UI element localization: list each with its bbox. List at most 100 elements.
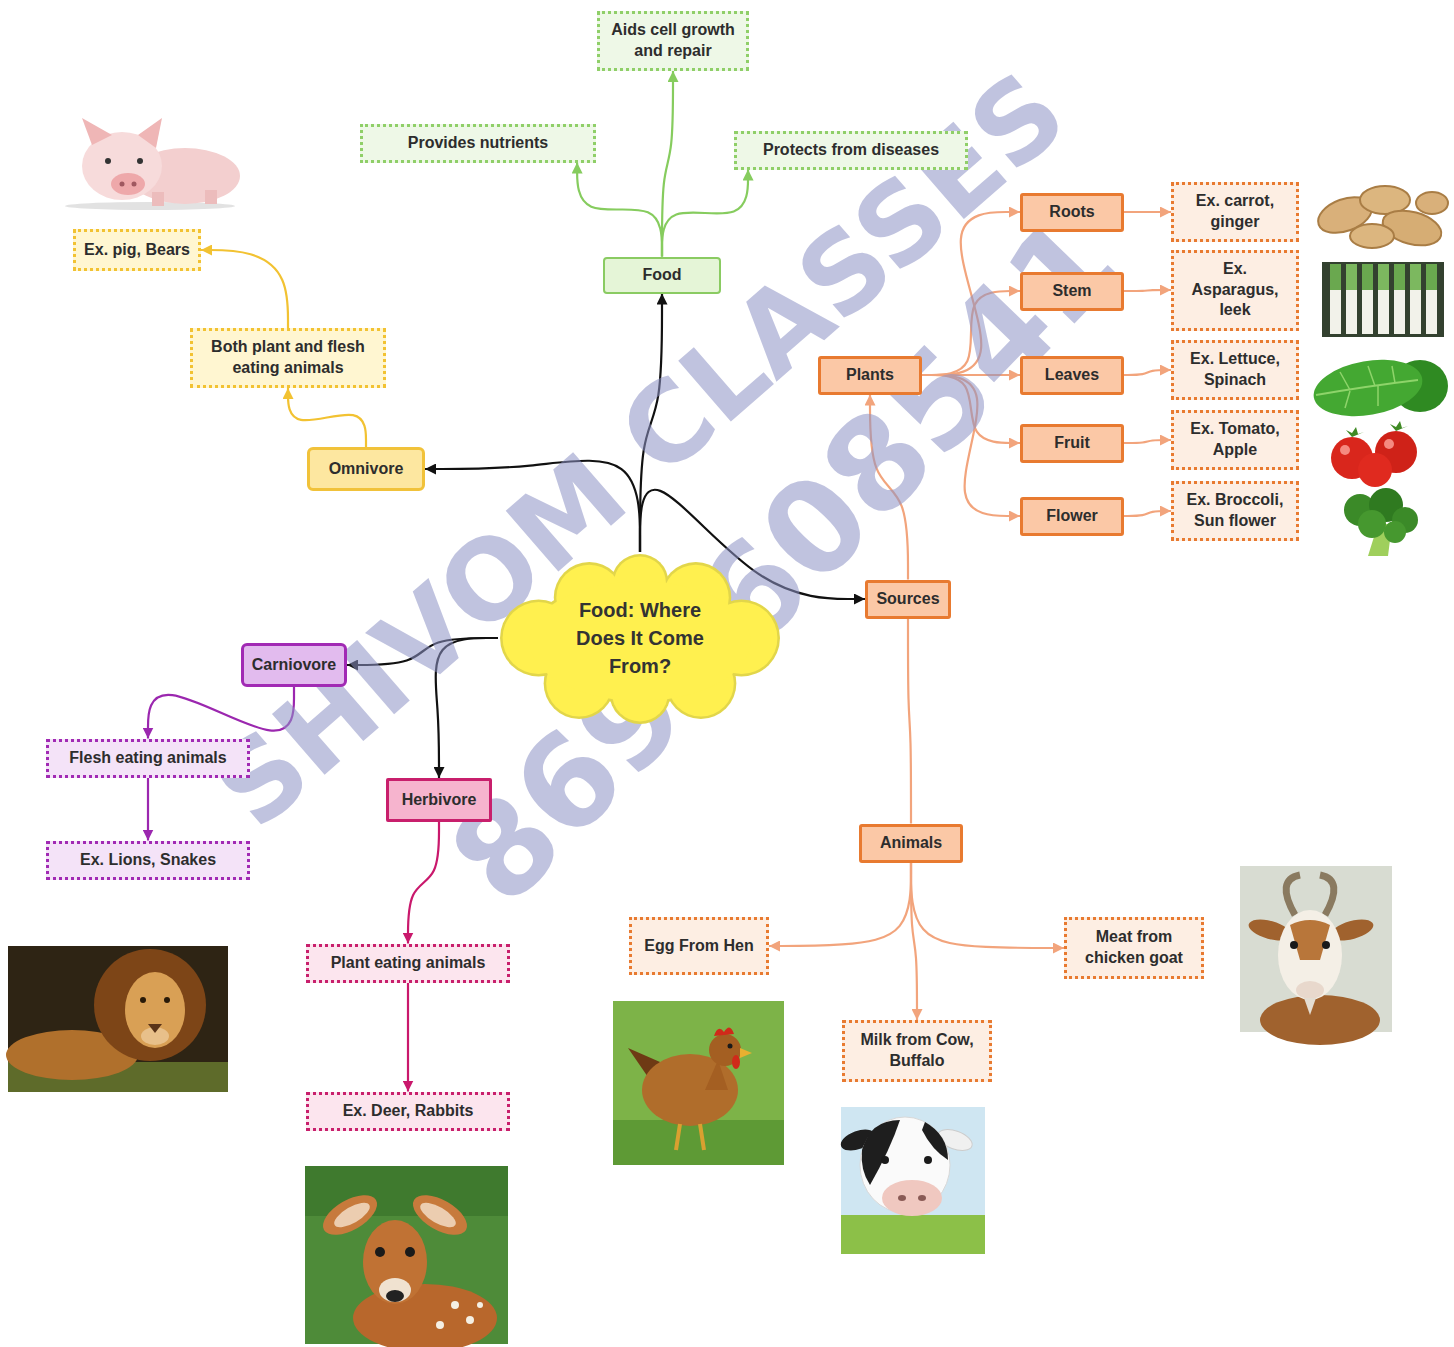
- leek-picture-part: [1394, 264, 1405, 292]
- deer-picture: [305, 1166, 508, 1347]
- node-text: Fruit: [1030, 433, 1114, 454]
- ginger-picture-part: [1350, 224, 1394, 248]
- spinach-picture-part: [1316, 380, 1418, 395]
- node-text: Food: [612, 265, 712, 286]
- node-text: Aids cell growth and repair: [607, 20, 739, 62]
- example-box: Egg From Hen: [629, 917, 769, 975]
- connector: [1124, 211, 1171, 213]
- node-text: Plant eating animals: [316, 953, 500, 974]
- goat-picture-part: [1304, 998, 1316, 1015]
- ginger-picture: [1313, 186, 1448, 251]
- tomato-picture-part: [1340, 445, 1350, 455]
- node-text: Protects from diseases: [744, 140, 958, 161]
- cow-picture-part: [862, 1120, 900, 1185]
- pig-picture-part: [105, 158, 111, 164]
- example-box: Ex. Deer, Rabbits: [306, 1092, 510, 1131]
- definition-box: Plant eating animals: [306, 944, 510, 983]
- node-text: Food: Where Does It Come From?: [555, 596, 725, 680]
- deer-picture-part: [331, 1198, 374, 1232]
- leek-picture: [1322, 262, 1444, 337]
- node-text: Ex. Tomato, Apple: [1181, 419, 1289, 461]
- cow-picture: [838, 1107, 985, 1254]
- pig-picture-part: [111, 173, 145, 195]
- connector: [1124, 511, 1171, 516]
- connector: [288, 388, 366, 447]
- leek-picture-part: [1426, 264, 1437, 292]
- goat-picture: [1240, 866, 1392, 1045]
- lion-picture-part: [164, 997, 170, 1003]
- connector: [407, 983, 409, 1092]
- node-text: Meat from chicken goat: [1074, 927, 1194, 969]
- node-text: Plants: [828, 365, 912, 386]
- example-box: Ex. Broccoli, Sun flower: [1171, 481, 1299, 541]
- cow-picture-part: [841, 1107, 985, 1215]
- deer-picture-part: [386, 1290, 404, 1302]
- spinach-picture: [1309, 352, 1448, 424]
- tomato-picture-part: [1358, 453, 1392, 487]
- connector: [1124, 370, 1171, 375]
- plant-part-box: Stem: [1020, 272, 1124, 311]
- leek-picture-part: [1330, 264, 1341, 292]
- plant-part-box: Flower: [1020, 497, 1124, 536]
- broccoli-picture: [1344, 488, 1418, 556]
- connector: [577, 163, 662, 257]
- topic-box: Food: [603, 257, 721, 294]
- hen-picture-part: [740, 1048, 752, 1058]
- pig-picture-part: [120, 182, 125, 187]
- node-text: Animals: [869, 833, 953, 854]
- connector: [769, 863, 911, 947]
- hen-picture-part: [732, 1055, 740, 1069]
- leek-picture-part: [1330, 290, 1341, 334]
- cloud-fill-part: [529, 581, 750, 700]
- example-box: Ex. carrot, ginger: [1171, 182, 1299, 242]
- benefit-box: Protects from diseases: [734, 131, 968, 170]
- connector: [662, 170, 748, 257]
- pig-picture-part: [205, 190, 217, 204]
- hen-picture: [613, 1001, 784, 1165]
- connector: [201, 250, 288, 328]
- example-box: Ex. Asparagus, leek: [1171, 250, 1299, 331]
- leek-picture-part: [1346, 290, 1357, 334]
- cloud-outline: [500, 554, 780, 724]
- goat-picture-part: [1260, 995, 1380, 1045]
- deer-picture-part: [477, 1302, 483, 1308]
- tomato-picture: [1331, 421, 1417, 487]
- source-box: Plants: [818, 356, 922, 395]
- lion-picture-part: [125, 972, 185, 1048]
- cloud-fill: [503, 557, 778, 722]
- leek-picture-part: [1394, 290, 1405, 334]
- example-box: Ex. pig, Bears: [73, 229, 201, 271]
- connector: [911, 863, 1064, 949]
- node-text: Roots: [1030, 202, 1114, 223]
- deer-picture-part: [379, 1278, 411, 1302]
- node-text: Ex. pig, Bears: [83, 240, 191, 261]
- benefit-box: Provides nutrients: [360, 124, 596, 163]
- example-box: Ex. Tomato, Apple: [1171, 410, 1299, 470]
- goat-picture-part: [1290, 941, 1298, 949]
- topic-box: Carniovore: [241, 643, 347, 687]
- cow-picture-part: [922, 1122, 948, 1160]
- pig-picture: [65, 118, 240, 210]
- node-text: Leaves: [1030, 365, 1114, 386]
- node-text: Both plant and flesh eating animals: [200, 337, 376, 379]
- cow-picture-part: [898, 1195, 906, 1201]
- pig-picture-part: [152, 192, 164, 206]
- hen-picture-part: [728, 1044, 733, 1049]
- node-text: Ex. carrot, ginger: [1181, 191, 1289, 233]
- lion-picture-part: [94, 949, 206, 1061]
- deer-picture-part: [417, 1198, 460, 1232]
- node-text: Omnivore: [317, 459, 415, 480]
- leek-picture-part: [1426, 290, 1437, 334]
- lion-picture-part: [148, 1024, 162, 1033]
- leek-picture-part: [1346, 264, 1357, 292]
- goat-picture-part: [1278, 910, 1342, 1000]
- goat-picture-part: [1286, 875, 1300, 915]
- plant-part-box: Roots: [1020, 193, 1124, 232]
- goat-picture-part: [1290, 920, 1330, 960]
- plant-part-box: Fruit: [1020, 424, 1124, 463]
- topic-box: Herbivore: [386, 778, 492, 822]
- benefit-box: Aids cell growth and repair: [597, 11, 749, 71]
- leek-picture-part: [1378, 290, 1389, 334]
- broccoli-picture-part: [1358, 510, 1386, 538]
- cow-picture-part: [881, 1156, 889, 1164]
